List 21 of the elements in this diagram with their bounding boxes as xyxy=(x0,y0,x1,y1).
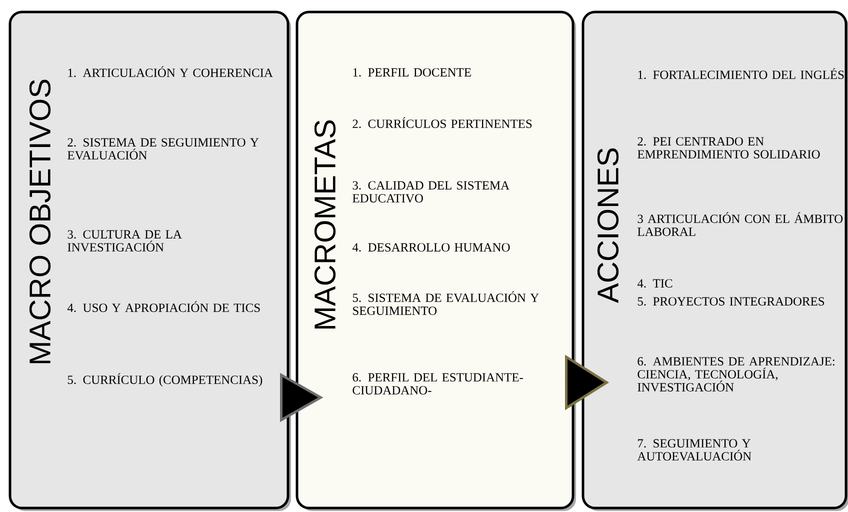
list-item: 6. AMBIENTES DE APRENDIZAJE: CIENCIA, TECNOLOGÍA, INVESTIGACIÓN xyxy=(638,357,834,392)
list-item: 2. CURRÍCULOS PERTINENTES xyxy=(352,117,532,128)
list-item: 3. CALIDAD DEL SISTEMA EDUCATIVO xyxy=(352,181,510,203)
list-item: 5. PROYECTOS INTEGRADORES xyxy=(638,297,824,306)
list-item: 3. CULTURA DE LA INVESTIGACIÓN xyxy=(68,230,182,252)
list-item: 7. SEGUIMIENTO Y AUTOEVALUACIÓN xyxy=(637,439,752,461)
list-item: 1. FORTALECIMIENTO DEL INGLÉS xyxy=(638,68,844,80)
list-item: 1. ARTICULACIÓN Y COHERENCIA xyxy=(68,66,273,78)
panel-heading: ACCIONES xyxy=(597,148,619,303)
panel-heading: MACROMETAS xyxy=(314,120,336,329)
list-item: 5. SISTEMA DE EVALUACIÓN Y SEGUIMIENTO xyxy=(352,291,539,315)
list-item: 4. TIC xyxy=(637,279,672,288)
list-item: 6. PERFIL DEL ESTUDIANTE- CIUDADANO- xyxy=(352,373,523,395)
list-item: 3 ARTICULACIÓN CON EL ÁMBITO LABORAL xyxy=(638,212,843,236)
list-item: 5. CURRÍCULO (COMPETENCIAS) xyxy=(68,373,262,387)
list-item: 2. PEI CENTRADO EN EMPRENDIMIENTO SOLIDARIO xyxy=(638,137,820,159)
list-item: 4. DESARROLLO HUMANO xyxy=(352,243,510,252)
list-item: 2. SISTEMA DE SEGUIMIENTO Y EVALUACIÓN xyxy=(68,138,259,160)
list-item: 4. USO Y APROPIACIÓN DE TICS xyxy=(67,301,260,312)
panel-heading: MACRO OBJETIVOS xyxy=(29,80,51,364)
list-item: 1. PERFIL DOCENTE xyxy=(353,68,471,77)
